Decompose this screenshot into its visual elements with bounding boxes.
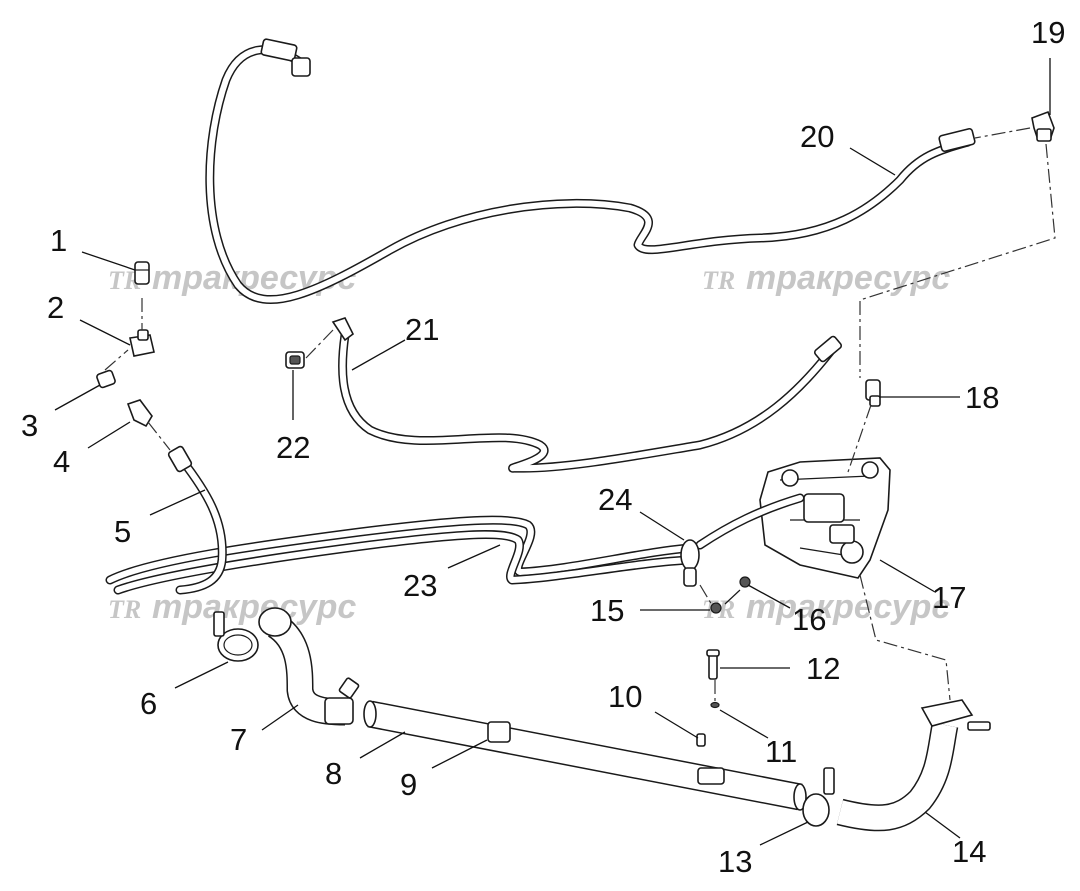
watermark-top-left: TR тракресурс — [108, 259, 356, 297]
hose-5-end-fitting — [167, 445, 193, 473]
leader-lines — [54, 58, 1051, 846]
callout-2: 2 — [47, 290, 64, 325]
hose-5 — [167, 445, 227, 595]
pipe-14-sensor — [967, 721, 991, 731]
watermark-text: тракресурс — [152, 259, 356, 297]
nut-15 — [710, 602, 722, 614]
fitting-3 — [96, 369, 116, 389]
pipe-7 — [258, 607, 360, 726]
callout-21: 21 — [405, 312, 439, 347]
callout-14: 14 — [952, 834, 986, 869]
watermark-top-right: TR тракресурс — [702, 259, 950, 297]
callout-19: 19 — [1031, 15, 1065, 50]
clamp-6-screw — [213, 611, 225, 637]
callout-23: 23 — [403, 568, 437, 603]
hose-21-elbow — [331, 317, 355, 342]
callout-18: 18 — [965, 380, 999, 415]
bolt-12 — [706, 649, 720, 680]
callout-13: 13 — [718, 844, 752, 879]
valve-block-17 — [695, 457, 891, 579]
callout-11: 11 — [765, 734, 797, 769]
callout-10: 10 — [608, 679, 642, 714]
callout-1: 1 — [50, 223, 67, 258]
callout-6: 6 — [140, 686, 157, 721]
hose-20-end-fitting — [938, 127, 976, 153]
hose-20-end-fitting — [260, 38, 298, 62]
fitting-19 — [1031, 110, 1055, 142]
washer-11 — [710, 701, 720, 709]
fitting-2 — [129, 329, 155, 357]
assembly-lines — [104, 127, 1056, 703]
bolt-10 — [696, 733, 706, 747]
fitting-1 — [134, 261, 150, 285]
pipe-7-clamp — [324, 697, 354, 725]
watermark-text: тракресурс — [152, 588, 356, 626]
bolt-16 — [724, 576, 751, 605]
hose-23 — [105, 515, 695, 595]
watermark-logo: TR — [108, 595, 141, 624]
callout-4: 4 — [53, 444, 70, 479]
callout-labels: 1 2 3 4 5 6 7 8 9 10 11 12 13 14 15 16 1… — [21, 15, 1065, 879]
callout-9: 9 — [400, 767, 417, 802]
callout-3: 3 — [21, 408, 38, 443]
callout-17: 17 — [932, 580, 966, 615]
hose-20-nut — [291, 57, 311, 77]
pipe-14-flange — [920, 699, 974, 727]
callout-8: 8 — [325, 756, 342, 791]
adapter-22 — [285, 351, 305, 369]
clamp-13-screw — [823, 767, 835, 795]
watermark-bottom-left: TR тракресурс — [108, 588, 356, 626]
fitting-4 — [126, 399, 153, 428]
pipe-14 — [836, 699, 991, 832]
clamp-13 — [802, 767, 835, 827]
callout-5: 5 — [114, 514, 131, 549]
callout-20: 20 — [800, 119, 834, 154]
fitting-18 — [865, 379, 881, 407]
watermark-text: тракресурс — [746, 259, 950, 297]
pipe-7-clamp-screw — [338, 677, 360, 699]
hose-21-end-fitting — [813, 335, 843, 363]
callout-12: 12 — [806, 651, 840, 686]
callout-7: 7 — [230, 722, 247, 757]
callout-22: 22 — [276, 430, 310, 465]
watermark-text: тракресурс — [746, 588, 950, 626]
clamp-6 — [213, 611, 259, 662]
callout-24: 24 — [598, 482, 632, 517]
callout-16: 16 — [792, 602, 826, 637]
pipe-8 — [363, 700, 807, 811]
callout-15: 15 — [590, 593, 624, 628]
bracket-9 — [487, 721, 725, 785]
clamp-24 — [680, 539, 700, 587]
hose-21 — [331, 317, 843, 473]
hose-20 — [205, 38, 976, 304]
watermark-logo: TR — [702, 266, 735, 295]
